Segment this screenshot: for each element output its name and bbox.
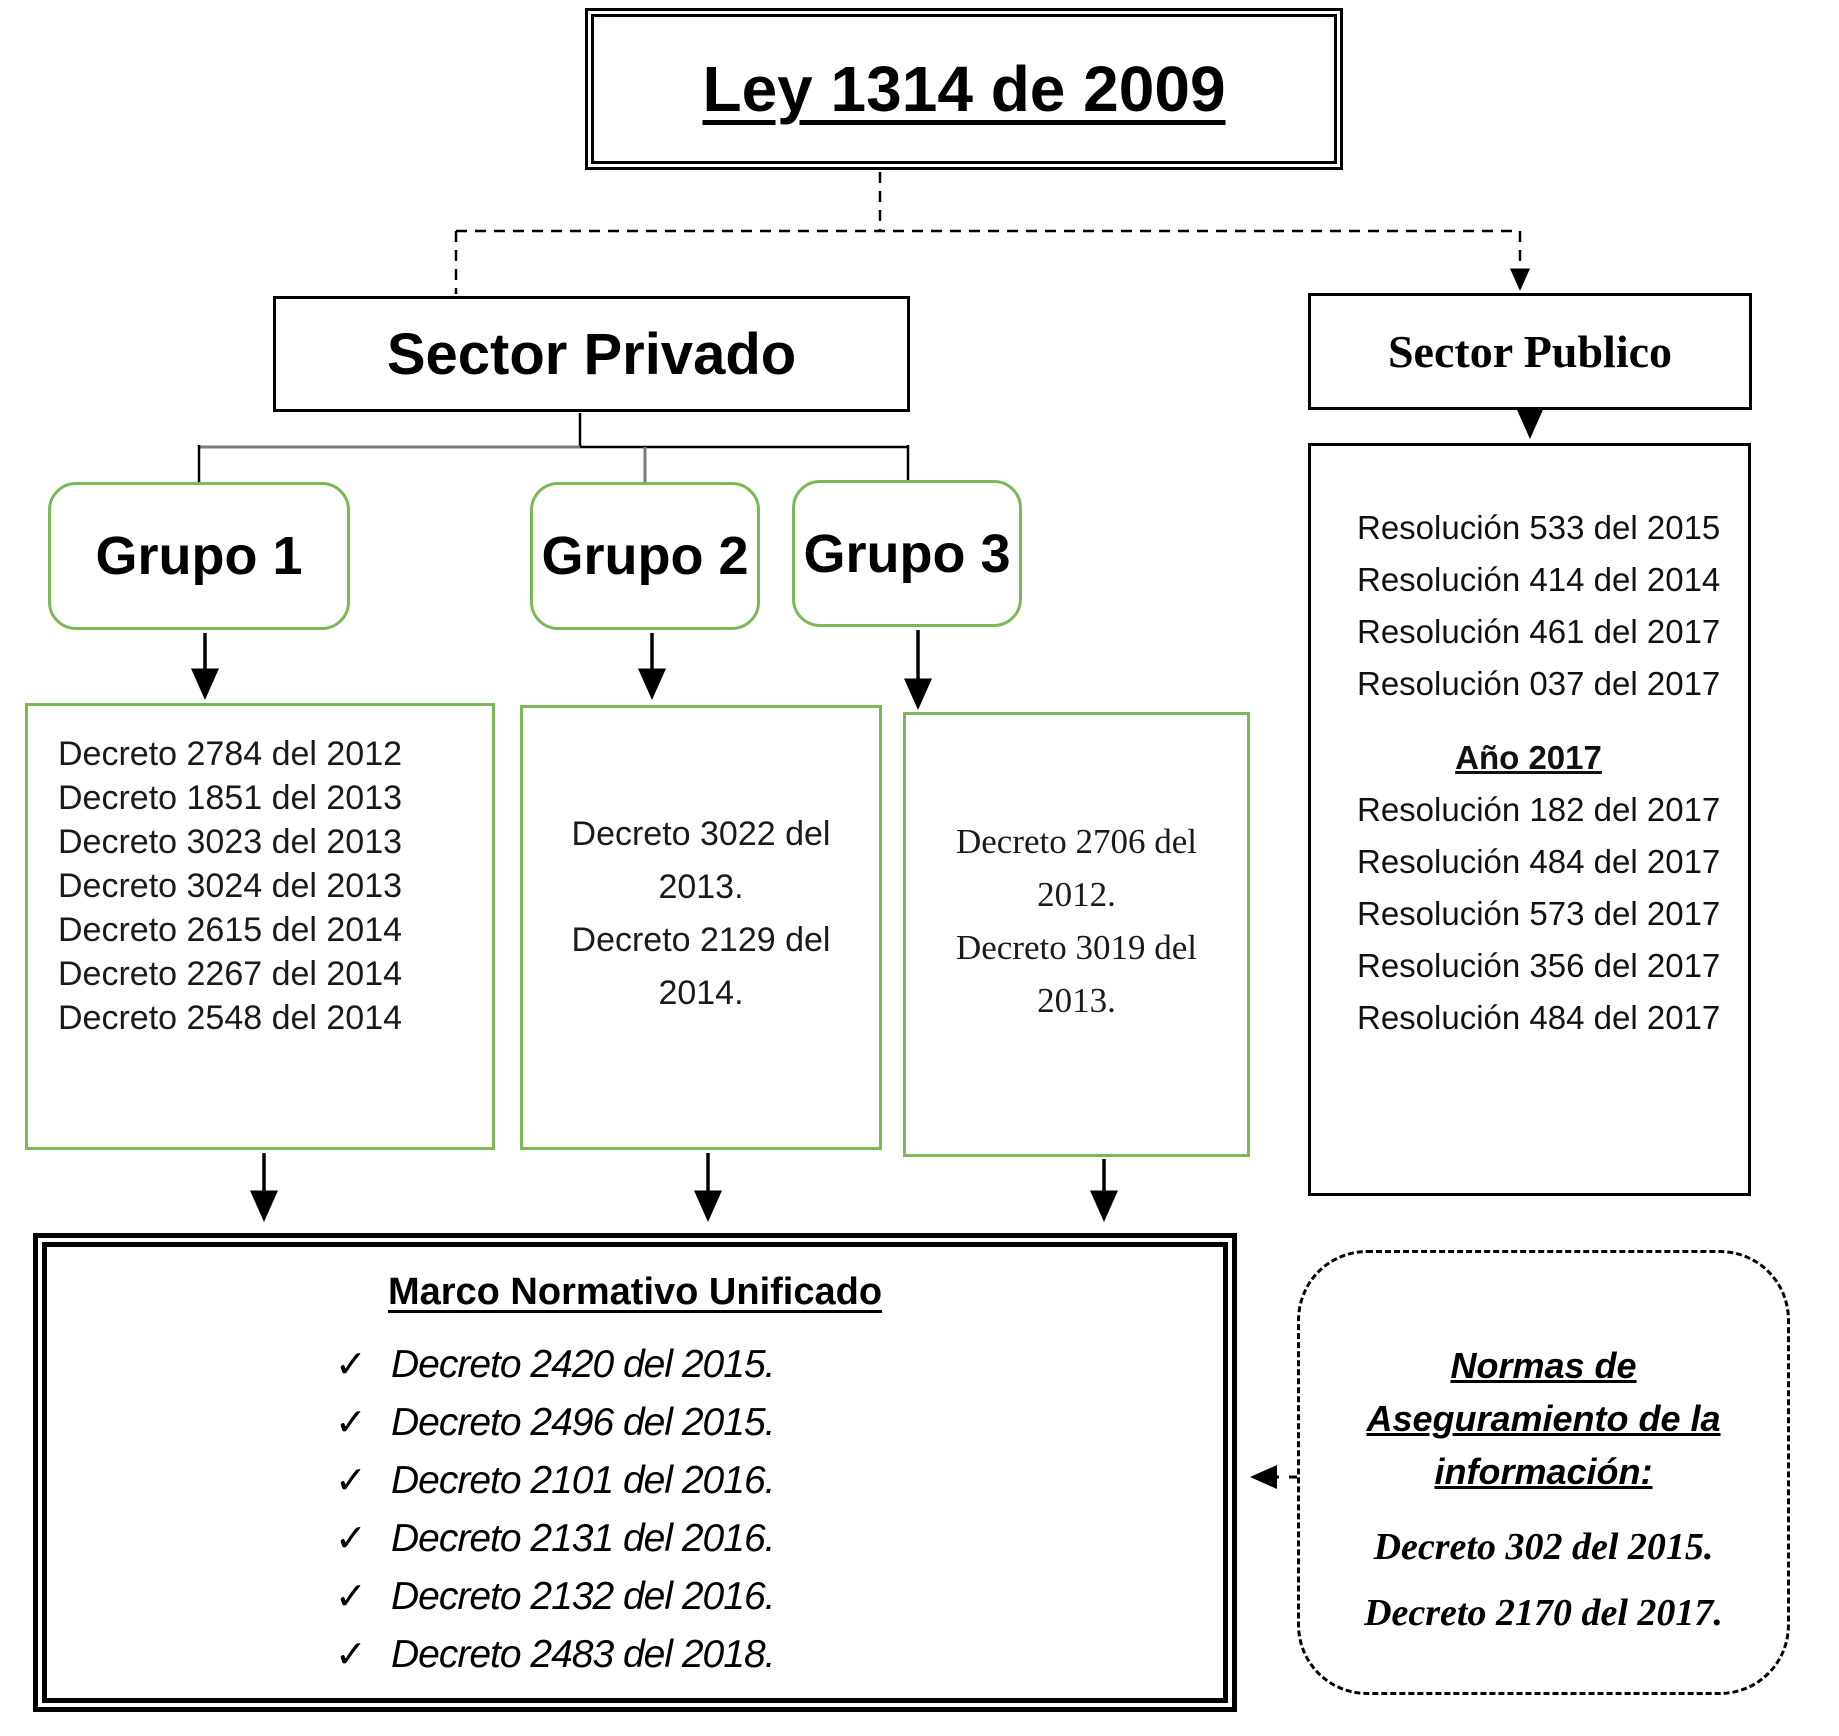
resolucion-line: Resolución 484 del 2017 [1357,999,1721,1036]
resolucion-line: Resolución 414 del 2014 [1357,561,1721,598]
marco-items: ✓ Decreto 2420 del 2015. ✓ Decreto 2496 … [335,1336,935,1684]
grupo1-box: Grupo 1 [48,482,350,630]
marco-item: ✓ Decreto 2420 del 2015. [335,1336,935,1394]
decreto-line: Decreto 2706 del 2012. [955,822,1198,914]
decreto-line: Decreto 3023 del 2013 [58,823,403,861]
check-icon: ✓ [335,1460,367,1502]
grupo3-box: Grupo 3 [792,480,1022,627]
check-icon: ✓ [335,1634,367,1676]
decreto-line: Decreto 3024 del 2013 [58,867,403,905]
sector-publico-box: Sector Publico [1308,293,1752,410]
decreto-line: Decreto 2267 del 2014 [58,955,403,993]
marco-item: ✓ Decreto 2496 del 2015. [335,1394,935,1452]
check-icon: ✓ [335,1576,367,1618]
resolucion-line: Resolución 461 del 2017 [1357,613,1721,650]
resolucion-line: Resolución 533 del 2015 [1357,509,1721,546]
decreto-line: Decreto 3019 del 2013. [955,928,1198,1020]
decreto-line: Decreto 2548 del 2014 [58,999,403,1037]
decreto-line: Decreto 1851 del 2013 [58,779,403,817]
marco-item-text: Decreto 2496 del 2015. [391,1401,775,1444]
marco-item: ✓ Decreto 2483 del 2018. [335,1626,935,1684]
marco-item-text: Decreto 2420 del 2015. [391,1343,775,1386]
sector-privado-box: Sector Privado [273,296,910,412]
marco-item-text: Decreto 2101 del 2016. [391,1459,775,1502]
marco-item: ✓ Decreto 2101 del 2016. [335,1452,935,1510]
marco-item-text: Decreto 2483 del 2018. [391,1633,775,1676]
normas-decreto-line: Decreto 2170 del 2017. [1364,1592,1723,1634]
grupo3-label: Grupo 3 [803,523,1011,584]
title-text: Ley 1314 de 2009 [702,53,1226,125]
resolucion-line: Resolución 356 del 2017 [1357,947,1721,984]
check-icon: ✓ [335,1402,367,1444]
marco-item: ✓ Decreto 2132 del 2016. [335,1568,935,1626]
decreto-line: Decreto 2129 del 2014. [571,921,831,1012]
check-icon: ✓ [335,1518,367,1560]
grupo2-box: Grupo 2 [530,482,760,630]
grupo2-label: Grupo 2 [541,526,749,586]
marco-item-text: Decreto 2131 del 2016. [391,1517,775,1560]
year-heading: Año 2017 [1455,739,1602,776]
title-box: Ley 1314 de 2009 [585,8,1343,170]
check-icon: ✓ [335,1344,367,1386]
grupo1-label: Grupo 1 [95,526,303,586]
decreto-line: Decreto 2615 del 2014 [58,911,403,949]
normas-heading-line: información: [1434,1451,1653,1492]
marco-heading: Marco Normativo Unificado [387,1271,883,1313]
marco-normativo-box: Marco Normativo Unificado ✓ Decreto 2420… [33,1233,1237,1712]
sector-publico-label: Sector Publico [1387,326,1673,377]
normas-items: Decreto 302 del 2015. Decreto 2170 del 20… [1300,1514,1787,1646]
normas-aseguramiento-box: Normas de Aseguramiento de la información:… [1297,1250,1790,1695]
resolucion-line: Resolución 037 del 2017 [1357,665,1721,702]
marco-item-text: Decreto 2132 del 2016. [391,1575,775,1618]
normas-decreto-line: Decreto 302 del 2015. [1373,1526,1714,1568]
grupo3-decretos-box: Decreto 2706 del 2012. Decreto 3019 del 2… [903,712,1250,1157]
sector-privado-label: Sector Privado [386,321,797,387]
normas-heading: Normas de Aseguramiento de la información: [1300,1339,1787,1498]
resolucion-line: Resolución 484 del 2017 [1357,843,1721,880]
resolucion-line: Resolución 182 del 2017 [1357,791,1721,828]
marco-item: ✓ Decreto 2131 del 2016. [335,1510,935,1568]
resolucion-line: Resolución 573 del 2017 [1357,895,1721,932]
decreto-line: Decreto 3022 del 2013. [571,815,831,906]
normas-heading-line: Normas de [1450,1345,1637,1386]
grupo2-decretos-box: Decreto 3022 del 2013. Decreto 2129 del 2… [520,705,882,1150]
decreto-line: Decreto 2784 del 2012 [58,735,403,773]
normas-heading-line: Aseguramiento de la [1366,1398,1721,1439]
